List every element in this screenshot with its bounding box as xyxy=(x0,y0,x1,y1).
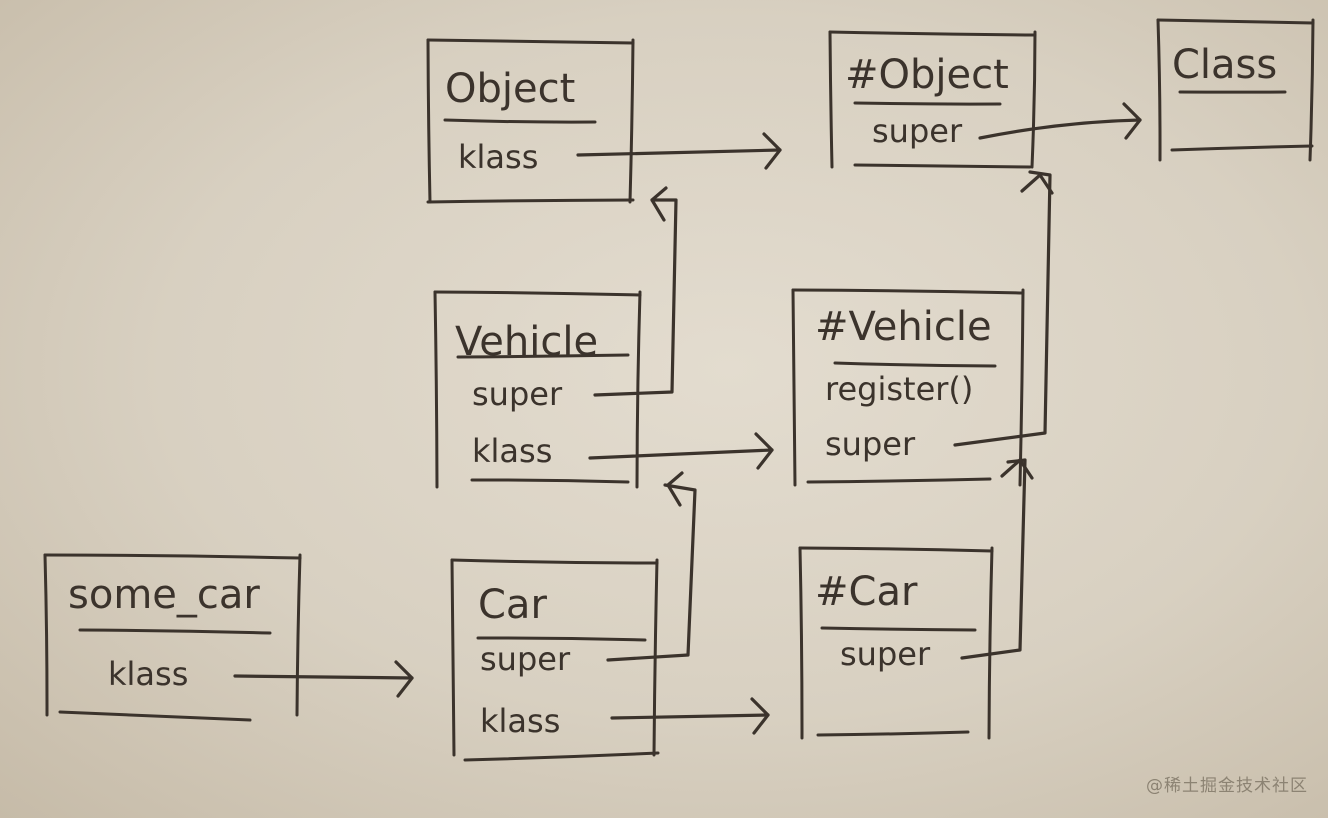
arrow-some-car-klass-to-car xyxy=(235,662,412,696)
class-field: klass xyxy=(458,138,538,176)
box-bottom-border xyxy=(808,479,990,482)
box-left-border xyxy=(800,548,802,738)
title-divider xyxy=(80,630,270,633)
class-field: super xyxy=(840,635,931,673)
box-top-border xyxy=(830,32,1035,35)
box-right-border xyxy=(297,555,300,715)
class-box-object: Object klass xyxy=(428,40,633,202)
class-field: klass xyxy=(480,702,560,740)
box-top-border xyxy=(428,40,633,43)
class-box-meta-object: #Object super xyxy=(830,32,1035,167)
box-bottom-border xyxy=(465,753,658,760)
box-top-border xyxy=(452,560,657,563)
class-title: Car xyxy=(478,582,547,628)
arrow-vehicle-klass-to-meta-vehicle xyxy=(590,434,772,468)
class-field: super xyxy=(825,425,916,463)
box-left-border xyxy=(428,40,430,202)
class-field: register() xyxy=(825,370,973,408)
arrow-meta-car-super-to-meta-vehicle xyxy=(962,460,1032,658)
arrow-object-klass-to-meta-object xyxy=(578,134,780,168)
arrow-line xyxy=(590,450,772,458)
box-top-border xyxy=(435,292,640,295)
class-box-class: Class xyxy=(1158,20,1313,160)
box-bottom-border xyxy=(428,200,633,202)
class-box-meta-vehicle: #Vehicle register() super xyxy=(793,290,1023,485)
box-bottom-border xyxy=(1172,146,1312,150)
title-divider xyxy=(445,120,595,122)
box-right-border xyxy=(1032,32,1035,167)
class-field: super xyxy=(472,375,563,413)
box-left-border xyxy=(830,32,832,167)
class-field: klass xyxy=(472,432,552,470)
title-divider xyxy=(855,103,1000,104)
box-right-border xyxy=(989,548,992,738)
arrow-head-icon xyxy=(1002,460,1032,478)
box-bottom-border xyxy=(60,712,250,720)
arrow-car-super-to-vehicle xyxy=(608,473,695,660)
class-field: klass xyxy=(108,655,188,693)
class-title: #Vehicle xyxy=(815,304,992,350)
arrow-head-icon xyxy=(1022,175,1052,193)
box-top-border xyxy=(793,290,1023,293)
class-title: #Car xyxy=(815,569,918,615)
class-title: Object xyxy=(445,66,575,112)
arrow-line xyxy=(612,715,768,718)
box-right-border xyxy=(1020,290,1023,485)
arrow-line xyxy=(608,485,695,660)
arrow-meta-object-super-to-class xyxy=(980,104,1140,138)
box-top-border xyxy=(45,555,300,558)
box-bottom-border xyxy=(818,732,968,735)
box-right-border xyxy=(630,40,633,202)
arrow-line xyxy=(595,200,676,395)
class-box-some-car: some_carklass xyxy=(45,555,300,720)
box-left-border xyxy=(435,292,437,487)
arrow-line xyxy=(578,150,780,155)
arrow-line xyxy=(962,460,1025,658)
box-top-border xyxy=(800,548,992,551)
box-right-border xyxy=(1310,20,1313,160)
box-right-border xyxy=(637,292,640,487)
class-title: #Object xyxy=(845,52,1009,98)
class-field: super xyxy=(480,640,571,678)
title-divider xyxy=(822,628,975,630)
watermark: @稀土掘金技术社区 xyxy=(1146,771,1308,796)
box-left-border xyxy=(452,560,454,755)
arrow-line xyxy=(980,120,1140,138)
class-title: Class xyxy=(1172,42,1277,88)
arrow-head-icon xyxy=(652,188,666,220)
arrow-car-klass-to-meta-car xyxy=(612,699,768,733)
arrow-line xyxy=(235,676,412,678)
class-box-meta-car: #Car super xyxy=(800,548,992,738)
class-title: some_car xyxy=(68,572,260,618)
box-left-border xyxy=(45,555,47,715)
box-bottom-border xyxy=(855,165,1030,167)
arrow-vehicle-super-to-object xyxy=(595,188,676,395)
title-divider xyxy=(835,363,995,366)
box-bottom-border xyxy=(472,480,628,482)
box-left-border xyxy=(793,290,795,485)
box-top-border xyxy=(1158,20,1313,23)
class-field: super xyxy=(872,112,963,150)
box-left-border xyxy=(1158,20,1160,160)
